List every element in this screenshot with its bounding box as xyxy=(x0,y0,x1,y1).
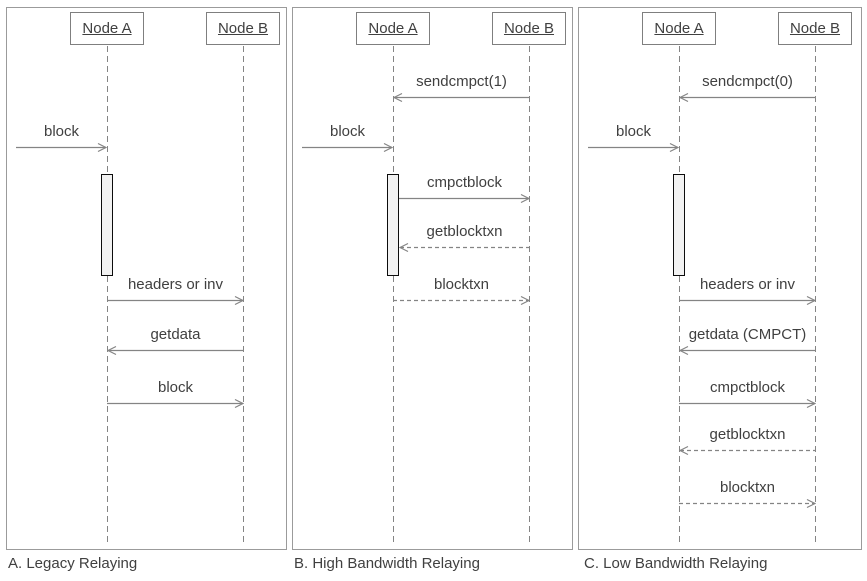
message-label: sendcmpct(0) xyxy=(702,73,793,90)
message-blocktxn: blocktxn xyxy=(393,275,530,306)
arrow-right-icon xyxy=(588,142,679,153)
node-a-label: Node A xyxy=(654,20,704,37)
arrow-right-icon xyxy=(679,398,816,409)
message-label: blocktxn xyxy=(719,479,776,496)
panel-low-bandwidth-relaying: Node A Node B sendcmpct(0) block headers… xyxy=(578,7,862,550)
node-b-label: Node B xyxy=(789,20,841,37)
message-sendcmpct-1: sendcmpct(1) xyxy=(393,72,530,103)
lifelines-group xyxy=(679,46,816,545)
message-cmpctblock: cmpctblock xyxy=(679,378,816,409)
arrow-right-icon xyxy=(107,398,244,409)
caption-legacy-relaying: A. Legacy Relaying xyxy=(8,555,138,572)
arrow-right-dashed-icon xyxy=(393,295,530,306)
activation-bar xyxy=(101,174,113,276)
message-label: block xyxy=(157,379,194,396)
node-box-a: Node A xyxy=(642,12,716,45)
message-label: cmpctblock xyxy=(709,379,786,396)
message-sendcmpct-0: sendcmpct(0) xyxy=(679,72,816,103)
message-label: block xyxy=(43,123,80,140)
arrow-right-icon xyxy=(399,193,530,204)
arrow-right-dashed-icon xyxy=(679,498,816,509)
panel-high-bandwidth-relaying: Node A Node B sendcmpct(1) block cmpctbl… xyxy=(292,7,573,550)
message-label: sendcmpct(1) xyxy=(416,73,507,90)
message-label: getblocktxn xyxy=(709,426,786,443)
node-a-label: Node A xyxy=(82,20,132,37)
panel-legacy-relaying: Node A Node B block headers or inv getda… xyxy=(6,7,287,550)
message-getblocktxn: getblocktxn xyxy=(679,425,816,456)
lifelines-group xyxy=(393,46,530,545)
message-block-incoming: block xyxy=(588,122,679,153)
message-block-relay: block xyxy=(107,378,244,409)
arrow-left-dashed-icon xyxy=(679,445,815,456)
arrow-left-icon xyxy=(393,92,529,103)
node-box-b: Node B xyxy=(206,12,280,45)
message-label: block xyxy=(329,123,366,140)
node-box-a: Node A xyxy=(70,12,144,45)
message-getblocktxn: getblocktxn xyxy=(399,222,530,253)
arrow-right-icon xyxy=(16,142,107,153)
arrow-left-icon xyxy=(679,92,815,103)
message-label: getdata (CMPCT) xyxy=(688,326,807,343)
arrow-left-icon xyxy=(679,345,815,356)
message-label: headers or inv xyxy=(699,276,796,293)
node-box-a: Node A xyxy=(356,12,430,45)
message-block-incoming: block xyxy=(302,122,393,153)
message-block-incoming: block xyxy=(16,122,107,153)
message-label: getdata xyxy=(150,326,201,343)
message-label: headers or inv xyxy=(127,276,224,293)
node-b-label: Node B xyxy=(503,20,555,37)
message-cmpctblock: cmpctblock xyxy=(399,173,530,204)
message-headers-or-inv: headers or inv xyxy=(679,275,816,306)
arrow-left-icon xyxy=(107,345,243,356)
lifelines-group xyxy=(107,46,244,545)
arrow-right-icon xyxy=(679,295,816,306)
caption-low-bandwidth-relaying: C. Low Bandwidth Relaying xyxy=(584,555,768,572)
arrow-right-icon xyxy=(107,295,244,306)
node-box-b: Node B xyxy=(778,12,852,45)
message-label: cmpctblock xyxy=(426,174,503,191)
arrow-right-icon xyxy=(302,142,393,153)
message-label: block xyxy=(615,123,652,140)
message-getdata-cmpct: getdata (CMPCT) xyxy=(679,325,816,356)
message-getdata: getdata xyxy=(107,325,244,356)
activation-bar xyxy=(673,174,685,276)
node-a-label: Node A xyxy=(368,20,418,37)
arrow-left-dashed-icon xyxy=(399,242,529,253)
message-headers-or-inv: headers or inv xyxy=(107,275,244,306)
message-blocktxn: blocktxn xyxy=(679,478,816,509)
activation-bar xyxy=(387,174,399,276)
caption-high-bandwidth-relaying: B. High Bandwidth Relaying xyxy=(294,555,480,572)
message-label: blocktxn xyxy=(433,276,490,293)
message-label: getblocktxn xyxy=(426,223,503,240)
node-box-b: Node B xyxy=(492,12,566,45)
node-b-label: Node B xyxy=(217,20,269,37)
